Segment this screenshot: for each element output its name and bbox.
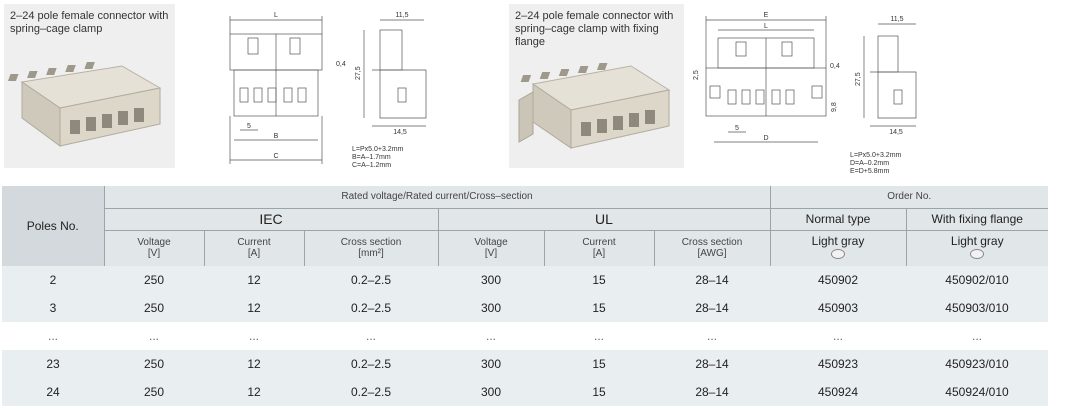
iec-cross-subheader: Cross section[mm²] [304,230,439,266]
iec-current-subheader: Current[A] [204,230,305,266]
ul-current-subheader: Current[A] [544,230,655,266]
dim-2-5: 2,5 [693,70,700,80]
table-row: 2 250 12 0.2–2.5 300 15 28–14 450902 450… [2,266,1048,294]
connector-photo-icon [7,62,162,147]
dim-9-8: 9,8 [831,102,838,112]
dim-14-5: 14,5 [393,129,407,136]
connector-flange-photo-icon [518,63,671,149]
dim-0-4-2: 0,4 [830,63,840,70]
light-gray-swatch-icon [970,249,985,260]
dim-L: L [274,12,278,19]
dim-B: B [274,133,279,140]
normal-type-header: Normal type [770,208,907,231]
table-row: 3 250 12 0.2–2.5 300 15 28–14 450903 450… [2,294,1048,322]
table-row: ... ... ... ... ... ... ... ... ... [2,322,1048,350]
spec-table: Poles No. Rated voltage/Rated current/Cr… [2,186,1048,406]
dim-D: D [763,135,768,142]
poles-header: Poles No. [2,186,105,266]
dim-14-5-2: 14,5 [889,129,903,136]
iec-header: IEC [104,208,439,231]
table-row: 23 250 12 0.2–2.5 300 15 28–14 450923 45… [2,350,1048,378]
formula-block-1: L=Px5.0+3.2mm B=A–1.7mm C=A–1.2mm [352,146,404,169]
dim-L-2: L [764,23,768,30]
dim-C: C [273,153,278,160]
dim-E: E [764,12,769,19]
light-gray-swatch-icon [831,249,845,260]
product-photo-panel-1: 2–24 pole female connector with spring–c… [4,4,175,168]
dim-0-4: 0,4 [336,61,346,68]
order-header: Order No. [770,186,1048,209]
ul-cross-subheader: Cross section[AWG] [654,230,771,266]
technical-drawing-2: E L 5 D 11,5 0,4 2,5 9,8 27,5 14,5 [693,12,917,143]
dim-11-5: 11,5 [395,12,408,19]
rated-header: Rated voltage/Rated current/Cross–sectio… [104,186,771,209]
formula-block-2: L=Px5.0+3.2mm D=A–0.2mm E=D+5.8mm [850,152,902,175]
fixing-flange-header: With fixing flange [906,208,1048,231]
iec-voltage-subheader: Voltage[V] [104,230,205,266]
ul-voltage-subheader: Voltage[V] [438,230,545,266]
table-row: 24 250 12 0.2–2.5 300 15 28–14 450924 45… [2,378,1048,406]
dim-27-5: 27,5 [355,66,362,80]
dim-11-5-2: 11,5 [890,16,903,23]
dim-5-2: 5 [735,125,739,132]
light-gray-flange-subheader: Light gray [906,230,1048,266]
dim-27-5-2: 27,5 [855,72,862,86]
product-title-1: 2–24 pole female connector with spring–c… [10,10,169,35]
ul-header: UL [438,208,771,231]
product-title-2: 2–24 pole female connector with spring–c… [515,10,674,48]
product-photo-panel-2: 2–24 pole female connector with spring–c… [509,4,684,168]
technical-drawing-1: L 5 B C 11,5 0,4 27,5 14,5 [229,12,427,164]
dim-5: 5 [247,123,251,130]
light-gray-normal-subheader: Light gray [770,230,907,266]
